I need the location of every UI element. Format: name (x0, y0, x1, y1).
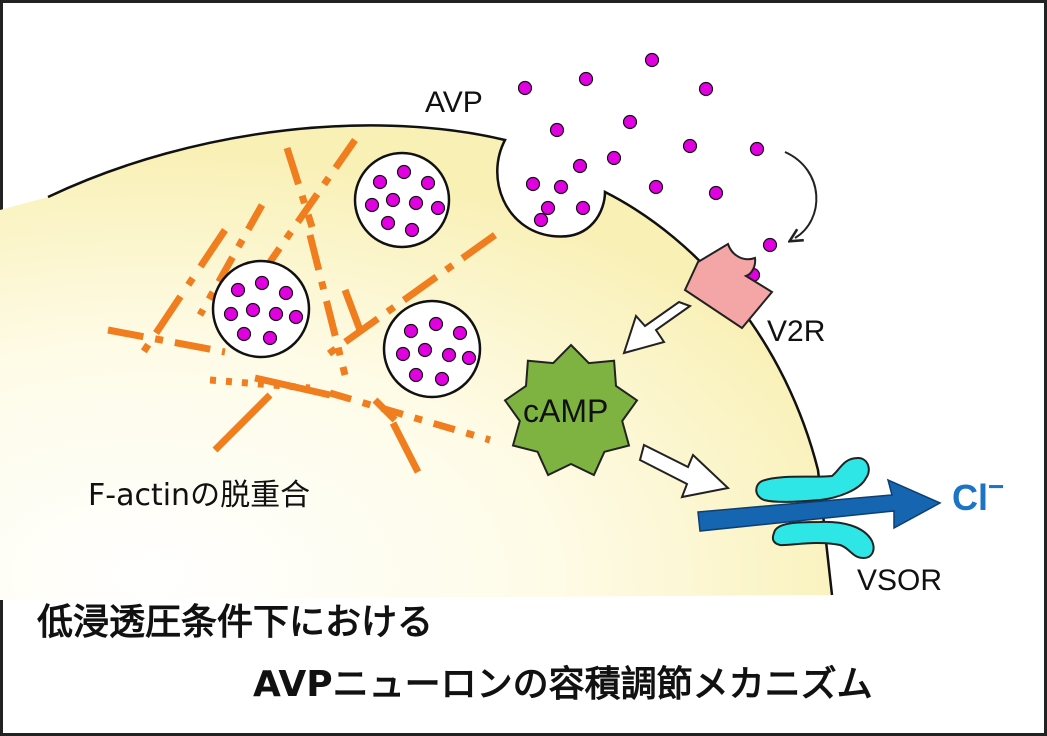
f-actin-filament (283, 146, 316, 229)
f-actin-filament (306, 234, 349, 376)
v2r-label: V2R (767, 315, 825, 348)
f-actin-filament (107, 326, 226, 356)
signal-arrow-v2r-to-camp (622, 300, 693, 355)
f-actin-network (107, 137, 498, 474)
f-actin-filament (135, 228, 228, 362)
vsor-channel-icon (755, 456, 875, 560)
chloride-label: Cl− (952, 471, 1004, 518)
camp-label: cAMP (523, 393, 608, 429)
avp-molecules-pocket (525, 158, 591, 228)
chloride-efflux-arrow (697, 478, 942, 532)
camp-star-shape (503, 343, 639, 477)
f-actin-filament (212, 392, 273, 453)
f-actin-filament (254, 374, 331, 399)
f-actin-label: F-actinの脱重合 (88, 478, 310, 513)
v2r-receptor-icon (683, 242, 774, 330)
signal-arrow-camp-to-vsor (638, 443, 731, 499)
vesicle (353, 151, 451, 249)
avp-label: AVP (425, 86, 483, 119)
f-actin-filament (341, 288, 364, 332)
f-actin-filament (267, 137, 358, 265)
vsor-label: VSOR (857, 564, 942, 597)
f-actin-filament (317, 232, 498, 363)
binding-curve-arrow (784, 151, 818, 238)
vesicle (382, 299, 482, 399)
f-actin-filament (389, 421, 422, 474)
f-actin-filament (372, 397, 398, 423)
vesicle (211, 259, 311, 359)
chloride-charge: − (988, 471, 1004, 502)
camp-star-icon (503, 343, 639, 477)
title-line-1: 低浸透圧条件下における (37, 602, 433, 643)
title-line-2: AVPニューロンの容積調節メカニズム (253, 663, 873, 705)
f-actin-filament (196, 203, 266, 317)
